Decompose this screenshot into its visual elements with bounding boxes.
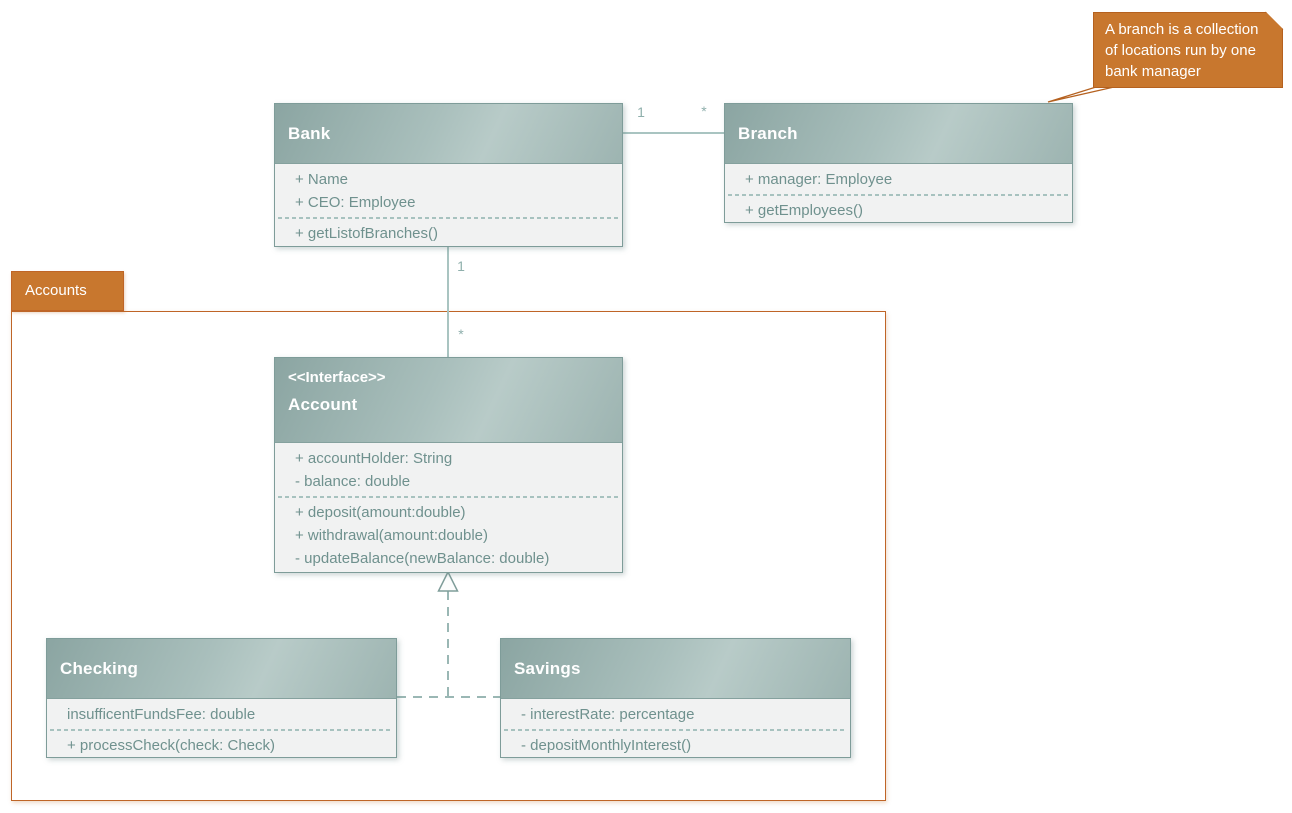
method: - updateBalance(newBalance: double)	[295, 550, 550, 567]
method: + getListofBranches()	[295, 225, 438, 242]
class-account[interactable]: <<Interface>> Account + accountHolder: S…	[274, 357, 623, 573]
note-branch-description[interactable]: A branch is a collection of locations ru…	[1093, 12, 1283, 88]
class-checking-title: Checking	[60, 658, 139, 678]
multiplicity-bank-side: 1	[637, 104, 645, 120]
member-separator	[278, 217, 619, 219]
class-branch[interactable]: Branch + manager: Employee + getEmployee…	[724, 103, 1073, 223]
class-bank[interactable]: Bank + Name + CEO: Employee + getListofB…	[274, 103, 623, 247]
method: + processCheck(check: Check)	[67, 737, 275, 754]
member-separator	[728, 194, 1069, 196]
member-separator	[278, 496, 619, 498]
method: + withdrawal(amount:double)	[295, 527, 489, 544]
member-separator	[50, 729, 393, 731]
attribute: + Name	[295, 171, 348, 188]
class-account-stereotype: <<Interface>>	[288, 369, 386, 386]
attribute: insufficentFundsFee: double	[67, 706, 256, 723]
class-bank-body: + Name + CEO: Employee + getListofBranch…	[275, 164, 622, 245]
class-bank-header: Bank	[275, 104, 622, 164]
attribute: + accountHolder: String	[295, 450, 453, 467]
class-branch-header: Branch	[725, 104, 1072, 164]
method: + deposit(amount:double)	[295, 504, 466, 521]
method: + getEmployees()	[745, 202, 863, 219]
note-connector-tail	[1047, 86, 1115, 103]
class-savings[interactable]: Savings - interestRate: percentage - dep…	[500, 638, 851, 758]
class-savings-title: Savings	[514, 658, 581, 678]
class-branch-body: + manager: Employee + getEmployees()	[725, 164, 1072, 222]
member-separator	[504, 729, 847, 731]
multiplicity-bank-account-side: 1	[457, 258, 465, 274]
class-checking-body: insufficentFundsFee: double + processChe…	[47, 699, 396, 757]
attribute: - balance: double	[295, 473, 411, 490]
class-savings-header: Savings	[501, 639, 850, 699]
class-savings-body: - interestRate: percentage - depositMont…	[501, 699, 850, 757]
multiplicity-account-side: *	[458, 326, 464, 342]
accounts-frame-label: Accounts	[25, 282, 87, 299]
class-account-header: <<Interface>> Account	[275, 358, 622, 443]
class-account-body: + accountHolder: String - balance: doubl…	[275, 443, 622, 570]
attribute: + manager: Employee	[745, 171, 893, 188]
note-text: A branch is a collection of locations ru…	[1105, 21, 1259, 80]
class-bank-title: Bank	[288, 123, 331, 143]
attribute: - interestRate: percentage	[521, 706, 695, 723]
method: - depositMonthlyInterest()	[521, 737, 692, 754]
multiplicity-branch-side: *	[701, 103, 707, 119]
class-checking[interactable]: Checking insufficentFundsFee: double + p…	[46, 638, 397, 758]
accounts-frame-tab[interactable]: Accounts	[11, 271, 124, 311]
attribute: + CEO: Employee	[295, 194, 416, 211]
class-checking-header: Checking	[47, 639, 396, 699]
class-account-title: Account	[288, 395, 358, 414]
class-branch-title: Branch	[738, 123, 798, 143]
